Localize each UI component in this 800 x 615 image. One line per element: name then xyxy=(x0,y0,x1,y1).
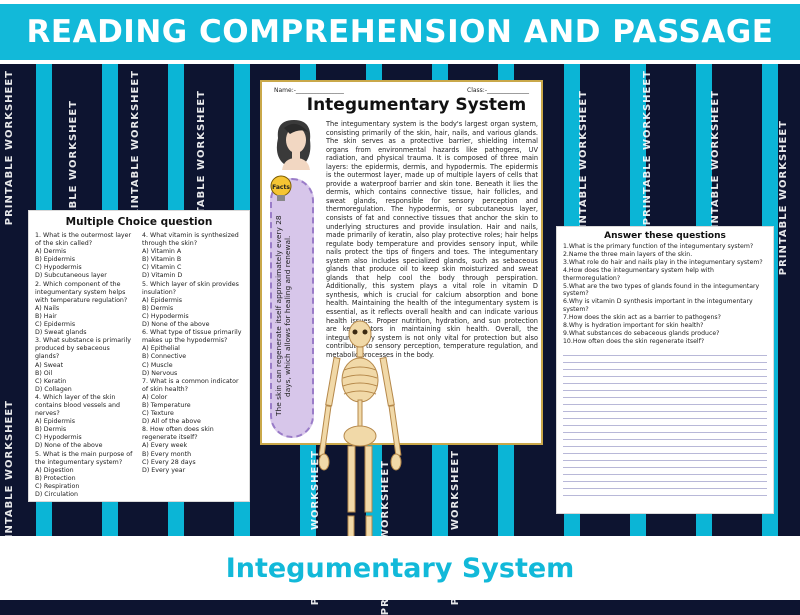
name-field-label: Name:-________________ xyxy=(274,87,344,94)
question-item: 2.Name the three main layers of the skin… xyxy=(563,250,693,258)
question-list: 1.What is the primary function of the in… xyxy=(563,243,767,346)
watermark: PRINTABLE WORKSHEET xyxy=(130,70,141,226)
question-item: 7.How does the skin act as a barrier to … xyxy=(563,314,721,322)
mcq-line: D) Every year xyxy=(142,466,186,474)
question-item: 3.What role do hair and nails play in th… xyxy=(563,258,763,266)
mcq-line: A) Vitamin A xyxy=(142,248,182,256)
mcq-line: 4. Which layer of the skin contains bloo… xyxy=(35,393,121,418)
mcq-line: C) Hypodermis xyxy=(35,264,82,272)
mcq-line: B) Dermis xyxy=(142,304,174,312)
question-item: 10.How often does the skin regenerate it… xyxy=(563,337,705,345)
mcq-line: C) Texture xyxy=(142,410,174,418)
mcq-line: A) Sweat xyxy=(35,361,64,369)
mcq-line: 6. What type of tissue primarily makes u… xyxy=(142,329,242,345)
worksheet-title: Integumentary System xyxy=(306,95,527,115)
mcq-line: C) Hypodermis xyxy=(35,434,82,442)
mcq-line: 5. Which layer of skin provides insulati… xyxy=(142,280,239,296)
mcq-line: A) Epidermis xyxy=(142,296,183,304)
lightbulb-icon: Facts xyxy=(270,175,292,201)
top-banner: READING COMPREHENSION AND PASSAGE xyxy=(0,0,800,64)
woman-portrait-icon xyxy=(276,120,311,170)
passage-text: The integumentary system is the body's l… xyxy=(326,120,538,359)
mcq-line: 3. What substance is primarily produced … xyxy=(35,337,131,361)
mcq-line: B) Vitamin B xyxy=(142,256,182,264)
mcq-column-2: 4. What vitamin is synthesized through t… xyxy=(142,232,243,499)
mcq-line: B) Dermis xyxy=(35,426,67,434)
question-item: 4.How does the integumentary system help… xyxy=(563,266,714,282)
mcq-line: A) Epidermis xyxy=(35,418,76,426)
mcq-line: B) Temperature xyxy=(142,401,191,409)
mcq-line: A) Epithelial xyxy=(142,345,180,353)
watermark: PRINTABLE WORKSHEET xyxy=(4,70,15,226)
passage-page: Name:-________________ Class:-__________… xyxy=(260,80,543,445)
question-item: 8.Why is hydration important for skin he… xyxy=(563,322,704,330)
mcq-line: A) Color xyxy=(142,393,168,401)
mcq-line: A) Digestion xyxy=(35,466,74,474)
watermark: PRINTABLE WORKSHEET xyxy=(710,90,721,246)
answer-questions-page: Answer these questions 1.What is the pri… xyxy=(556,226,774,514)
facts-card xyxy=(270,178,314,438)
mcq-line: C) Vitamin C xyxy=(142,264,182,272)
mcq-line: D) Sweat glands xyxy=(35,329,87,337)
mcq-line: D) None of the above xyxy=(142,321,210,329)
mcq-line: 8. How often does skin regenerate itself… xyxy=(142,426,214,442)
ruled-answer-lines xyxy=(563,348,767,499)
mcq-line: D) Nervous xyxy=(142,369,178,377)
mcq-line: B) Hair xyxy=(35,312,57,320)
mcq-line: 4. What vitamin is synthesized through t… xyxy=(142,232,239,248)
mcq-line: C) Hypodermis xyxy=(142,312,189,320)
question-item: 9.What substances do sebaceous glands pr… xyxy=(563,329,720,337)
bottom-title: Integumentary System xyxy=(225,552,575,584)
class-field-label: Class:-______________ xyxy=(467,87,529,94)
mcq-line: B) Every month xyxy=(142,450,192,458)
mcq-line: 1. What is the outermost layer of the sk… xyxy=(35,232,132,248)
multiple-choice-page: Multiple Choice question 1. What is the … xyxy=(28,210,250,502)
mcq-line: C) Keratin xyxy=(35,377,67,385)
watermark: PRINTABLE WORKSHEET xyxy=(578,90,589,246)
mcq-line: C) Respiration xyxy=(35,482,80,490)
bottom-banner: Integumentary System xyxy=(0,536,800,600)
mcq-line: A) Every week xyxy=(142,442,188,450)
mcq-line: A) Nails xyxy=(35,304,60,312)
question-item: 1.What is the primary function of the in… xyxy=(563,243,754,250)
mcq-line: B) Connective xyxy=(142,353,187,361)
mcq-line: 2. Which component of the integumentary … xyxy=(35,280,128,304)
worksheet-header: Name:-________________ Class:-__________… xyxy=(274,87,529,94)
mcq-line: B) Epidermis xyxy=(35,256,76,264)
mcq-line: B) Oil xyxy=(35,369,53,377)
question-item: 5.What are the two types of glands found… xyxy=(563,282,760,298)
mcq-line: C) Every 28 days xyxy=(142,458,196,466)
watermark: PRINTABLE WORKSHEET xyxy=(4,400,15,556)
mcq-line: 7. What is a common indicator of skin he… xyxy=(142,377,239,393)
mcq-line: D) Subcutaneous layer xyxy=(35,272,107,280)
mcq-line: B) Protection xyxy=(35,474,76,482)
mcq-line: D) Collagen xyxy=(35,385,72,393)
watermark: PRINTABLE WORKSHEET xyxy=(642,70,653,226)
facts-label: Facts xyxy=(272,184,290,191)
question-item: 6.Why is vitamin D synthesis important i… xyxy=(563,298,753,314)
mcq-column-1: 1. What is the outermost layer of the sk… xyxy=(35,232,136,499)
mcq-line: D) None of the above xyxy=(35,442,103,450)
fact-text: The skin can regenerate itself approxima… xyxy=(274,215,292,417)
mcq-line: A) Dermis xyxy=(35,248,67,256)
mcq-line: D) All of the above xyxy=(142,418,201,426)
answer-title: Answer these questions xyxy=(604,231,726,241)
watermark: PRINTABLE WORKSHEET xyxy=(778,120,789,276)
mcq-line: C) Epidermis xyxy=(35,321,76,329)
mcq-line: 5. What is the main purpose of the integ… xyxy=(35,450,133,466)
banner-title: READING COMPREHENSION AND PASSAGE xyxy=(26,14,774,50)
mcq-line: C) Muscle xyxy=(142,361,173,369)
mcq-line: D) Vitamin D xyxy=(142,272,183,280)
mcq-line: D) Circulation xyxy=(35,491,79,498)
mcq-title: Multiple Choice question xyxy=(65,216,213,228)
